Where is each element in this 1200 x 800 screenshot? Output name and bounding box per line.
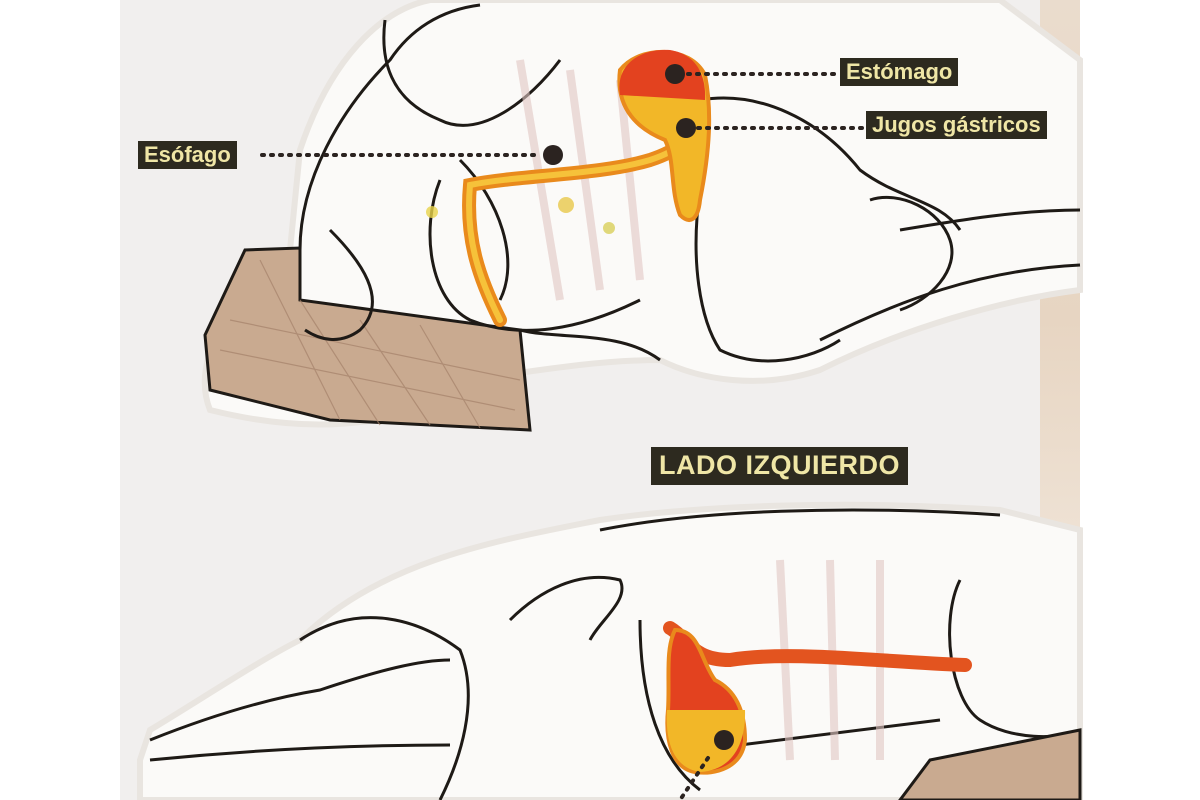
esophagus-label: Esófago xyxy=(138,141,237,170)
stomach-label: Estómago xyxy=(840,58,959,87)
bottom-figure xyxy=(137,501,1083,800)
left-side-title: LADO IZQUIERDO xyxy=(651,447,908,485)
gastric-juices-label: Jugos gástricos xyxy=(866,111,1047,140)
top-figure xyxy=(201,0,1083,432)
